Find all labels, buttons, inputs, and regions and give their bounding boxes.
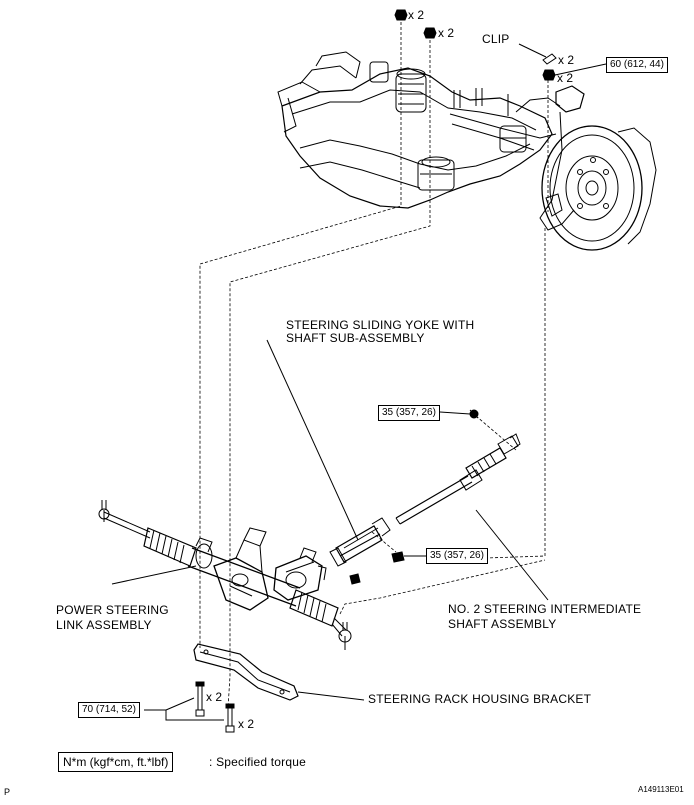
clip-qty: x 2 xyxy=(558,53,575,67)
clip-nut-qty: x 2 xyxy=(557,71,574,85)
intermediate-bolt-torque-box: 35 (357, 26) xyxy=(378,405,440,421)
footer-left-code: P xyxy=(4,787,11,797)
intermediate-bolt-icon xyxy=(469,409,479,419)
rack-housing-bracket-label: STEERING RACK HOUSING BRACKET xyxy=(368,692,592,706)
power-steering-label-line2: LINK ASSEMBLY xyxy=(56,618,152,632)
intermediate-bolt-leader xyxy=(439,411,471,415)
power-steering-label-line1: POWER STEERING xyxy=(56,603,169,617)
yoke-lower-bolt-icon xyxy=(349,573,361,585)
torque-unit-legend-box: N*m (kgf*cm, ft.*lbf) xyxy=(58,752,174,772)
clip-nut-leader xyxy=(554,63,607,76)
steering-rack xyxy=(98,500,352,650)
bracket-bolt-qty-2: x 2 xyxy=(238,717,255,731)
leader-lines xyxy=(111,339,549,721)
top-nut-icons xyxy=(394,9,556,81)
rack-housing-bracket xyxy=(193,643,299,701)
clip-nut-torque-box: 60 (612, 44) xyxy=(606,57,668,73)
top-nut-qty-1: x 2 xyxy=(408,8,425,22)
steering-sliding-yoke-label-line2: SHAFT SUB-ASSEMBLY xyxy=(286,331,425,345)
figure-id: A149113E01 xyxy=(638,785,684,794)
top-nut-qty-2: x 2 xyxy=(438,26,455,40)
bracket-bolt-qty-1: x 2 xyxy=(206,690,223,704)
clip-label: CLIP xyxy=(482,32,510,46)
intermediate-shaft xyxy=(395,433,521,525)
intermediate-shaft-label-line2: SHAFT ASSEMBLY xyxy=(448,617,557,631)
bracket-bolt-torque-box: 70 (714, 52) xyxy=(78,702,140,718)
yoke-bolt-icon xyxy=(391,551,426,563)
torque-legend-description: : Specified torque xyxy=(209,755,306,769)
steering-sliding-yoke-label-line1: STEERING SLIDING YOKE WITH xyxy=(286,318,475,332)
steering-sliding-yoke xyxy=(329,517,391,567)
bracket-bolt-icons xyxy=(195,681,235,733)
suspension-crossmember xyxy=(277,51,561,209)
steering-knuckle-disc xyxy=(539,85,657,251)
clip-icon xyxy=(518,43,557,65)
yoke-bolt-torque-box: 35 (357, 26) xyxy=(426,548,488,564)
intermediate-shaft-label-line1: NO. 2 STEERING INTERMEDIATE xyxy=(448,602,642,616)
